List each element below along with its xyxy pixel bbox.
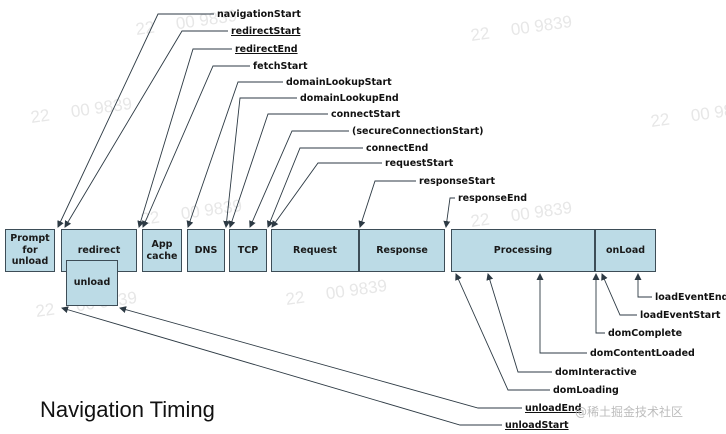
event-dom-complete: domComplete [608,328,683,339]
event-request-start: requestStart [385,158,454,169]
connector-fetch-start [142,65,250,228]
event-unload-end: unloadEnd [525,403,582,414]
diagram-title: Navigation Timing [40,397,215,422]
connector-redirect-start [64,30,228,228]
event-domain-lookup-end: domainLookupEnd [300,93,399,104]
event-dom-interactive: domInteractive [555,367,637,378]
connector-load-event-end [634,273,652,298]
connector-unload-end [119,306,522,409]
connector-response-end [443,197,455,228]
phase-prompt-for-unload: Prompt for unload [5,229,55,272]
phase-dns: DNS [187,229,225,272]
phase-response: Response [359,229,445,272]
connector-dom-interactive [486,273,552,373]
connector-dom-loading [455,273,550,391]
phase-processing: Processing [451,229,595,272]
connector-load-event-start [601,273,637,316]
event-redirect-end: redirectEnd [235,44,298,55]
event-navigation-start: navigationStart [217,9,301,20]
event-redirect-start: redirectStart [231,26,301,37]
event-load-event-end: loadEventEnd [655,292,726,303]
connector-unload-start [61,306,502,426]
event-dom-loading: domLoading [553,385,619,396]
connector-dom-content-loaded [536,273,587,354]
connector-connect-end [267,147,363,228]
event-fetch-start: fetchStart [253,61,308,72]
phase-request: Request [271,229,359,272]
connector-request-start [271,162,382,228]
brand-watermark: @稀土掘金技术社区 [575,405,684,419]
phase-onload: onLoad [595,229,656,272]
phase-tcp: TCP [229,229,267,272]
connector-response-start [358,180,416,228]
connector-domain-lookup-end [223,97,297,228]
connector-dom-complete [592,273,605,334]
event-domain-lookup-start: domainLookupStart [286,77,392,88]
event-load-event-start: loadEventStart [640,310,721,321]
event-unload-start: unloadStart [505,420,569,431]
connector-secure-connection-start [249,130,349,228]
connector-domain-lookup-start [186,81,283,228]
event-connect-end: connectEnd [366,143,429,154]
event-dom-content-loaded: domContentLoaded [590,348,695,359]
connector-redirect-end [137,48,232,228]
connector-navigation-start [57,13,214,228]
event-response-start: responseStart [419,176,495,187]
connector-connect-start [228,113,328,228]
event-connect-start: connectStart [331,109,401,120]
phase-app-cache: App cache [142,229,182,272]
phase-unload: unload [66,260,118,306]
event-response-end: responseEnd [458,193,528,204]
event-secure-connection-start: (secureConnectionStart) [352,126,484,137]
